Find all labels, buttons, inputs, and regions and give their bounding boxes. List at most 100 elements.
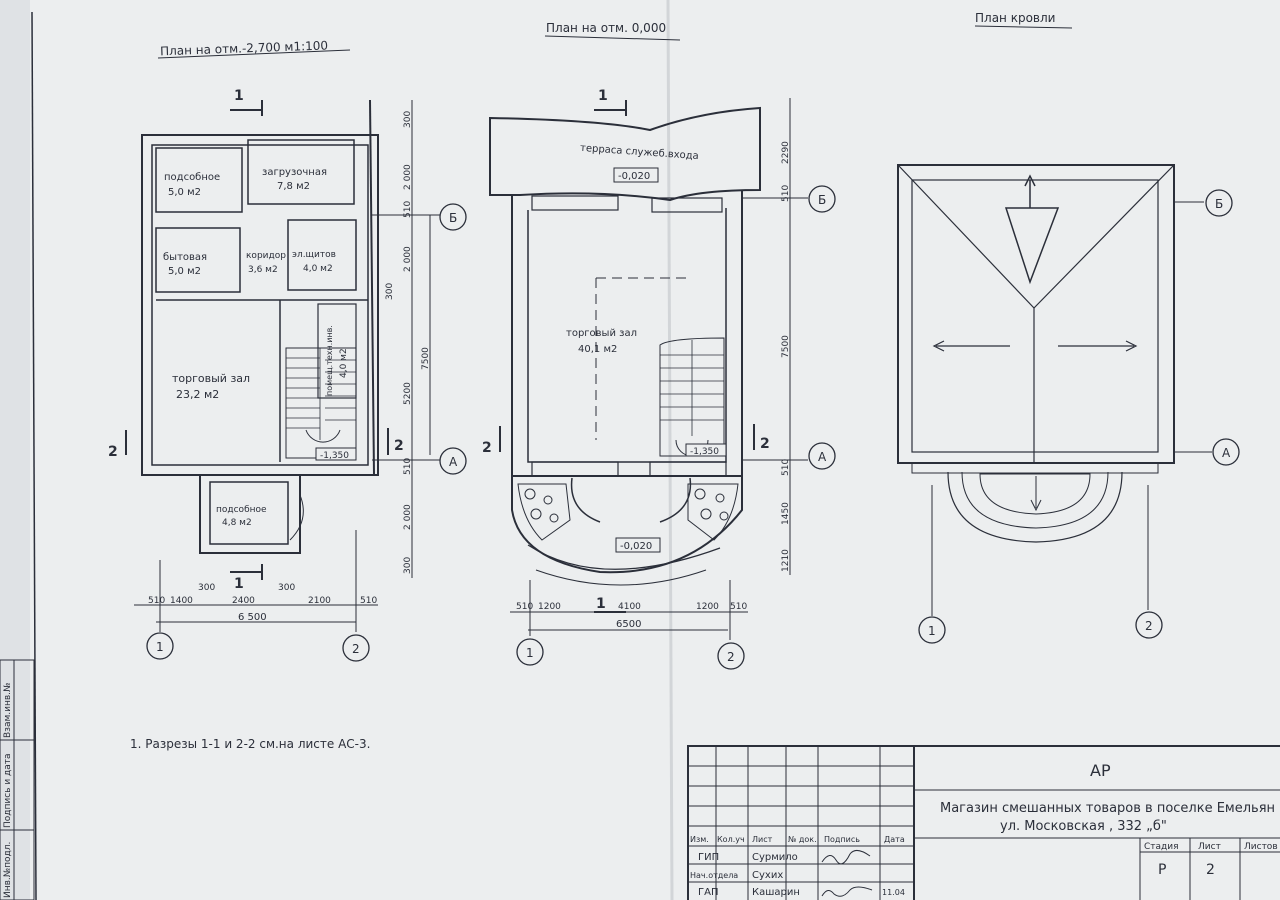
planter — [687, 483, 739, 541]
svg-text:7500: 7500 — [421, 347, 431, 370]
svg-text:300: 300 — [403, 557, 413, 574]
axis-bubble: 1 — [918, 485, 946, 644]
svg-text:1: 1 — [234, 88, 244, 104]
person-name: Сурмило — [752, 852, 798, 863]
margin-stamp: Взам.инв.№ Подпись и дата Инв.№подл. — [0, 659, 35, 900]
room-area: 5,0 м2 — [168, 266, 201, 277]
room-name: помещ.техн.инв. — [325, 325, 334, 396]
section-mark: 2 — [482, 426, 501, 456]
room-area: 23,2 м2 — [176, 388, 219, 401]
svg-text:510: 510 — [781, 185, 791, 202]
section-mark: 1 — [230, 88, 263, 116]
room-area: 4,8 м2 — [222, 518, 252, 528]
svg-text:1200: 1200 — [696, 602, 719, 612]
room-name: загрузочная — [262, 167, 327, 178]
hall-name: торговый зал — [566, 328, 637, 339]
svg-text:5200: 5200 — [403, 382, 413, 405]
svg-text:2: 2 — [727, 650, 735, 664]
role: Нач.отдела — [690, 871, 738, 880]
section-mark: 1 — [230, 564, 263, 592]
room-area: 4,0 м2 — [303, 264, 333, 274]
axis-bubble: 1 — [146, 560, 174, 660]
svg-text:Б: Б — [818, 193, 826, 207]
axis-bubble: Б — [372, 203, 467, 231]
hall-area: 40,1 м2 — [578, 344, 617, 355]
svg-text:510: 510 — [148, 596, 165, 606]
ground-plan: План на отм. 0,000 — [482, 21, 836, 670]
svg-text:Лист: Лист — [1198, 842, 1221, 852]
terrace-level: -0,020 — [618, 171, 650, 182]
svg-text:Дата: Дата — [884, 835, 905, 844]
room-name: подсобное — [164, 172, 220, 183]
role: ГИП — [698, 852, 719, 863]
project-name-line1: Магазин смешанных товаров в поселке Емел… — [940, 801, 1275, 816]
room-name: коридор — [246, 251, 286, 261]
svg-text:Б: Б — [1215, 197, 1223, 211]
svg-text:1: 1 — [526, 646, 534, 660]
svg-text:2: 2 — [482, 440, 492, 456]
drawing-code: АР — [1090, 761, 1111, 780]
sheet-note: 1. Разрезы 1-1 и 2-2 см.на листе АС-3. — [130, 737, 370, 751]
person-name: Кашарин — [752, 887, 800, 898]
axis-bubble: 1 — [516, 580, 544, 666]
sign-date: 11.04 — [882, 888, 905, 897]
level-mark: -1,350 — [320, 451, 349, 461]
entrance-level: -0,020 — [620, 541, 652, 552]
room-area: 4,0 м2 — [339, 348, 349, 378]
stair-level: -1,350 — [690, 447, 719, 457]
roof-plan: План кровли 1 — [897, 11, 1240, 644]
margin-stamp-2: Подпись и дата — [3, 753, 13, 828]
section-mark: 2 — [108, 430, 127, 460]
svg-text:2400: 2400 — [232, 596, 255, 606]
svg-text:1: 1 — [156, 640, 164, 654]
svg-text:300: 300 — [278, 583, 295, 593]
axis-bubble: Б — [1174, 189, 1233, 217]
svg-text:Подпись: Подпись — [824, 835, 860, 844]
svg-text:1400: 1400 — [170, 596, 193, 606]
svg-text:7500: 7500 — [781, 335, 791, 358]
svg-text:510: 510 — [781, 459, 791, 476]
margin-stamp-1: Взам.инв.№ — [3, 683, 13, 738]
axis-bubble: 2 — [717, 580, 745, 670]
room-area: 5,0 м2 — [168, 187, 201, 198]
ground-dimensions-right: 2290 510 7500 510 1450 1210 — [781, 98, 791, 575]
svg-text:2: 2 — [1145, 619, 1153, 633]
planter — [517, 483, 571, 541]
title-block — [687, 745, 1280, 900]
svg-text:2 000: 2 000 — [403, 246, 413, 272]
paper-fold — [666, 0, 674, 900]
svg-text:300: 300 — [403, 111, 413, 128]
axis-bubble: А — [742, 442, 836, 470]
room-area: 3,6 м2 — [248, 265, 278, 275]
stage-value: Р — [1158, 862, 1166, 878]
svg-text:Листов: Листов — [1244, 842, 1278, 852]
frame-left — [31, 11, 37, 900]
basement-dimensions-bottom: 510 1400 300 2400 300 2100 510 6 500 — [134, 583, 378, 623]
room-name: бытовая — [163, 252, 207, 263]
axis-bubble: А — [372, 447, 467, 475]
svg-text:2: 2 — [352, 642, 360, 656]
svg-text:Стадия: Стадия — [1144, 842, 1179, 852]
ground-dimensions-bottom: 510 1200 4100 1200 510 6500 — [510, 602, 748, 631]
svg-text:1210: 1210 — [781, 549, 791, 572]
svg-text:1200: 1200 — [538, 602, 561, 612]
sheet-number: 2 — [1206, 862, 1215, 878]
svg-text:Лист: Лист — [752, 835, 773, 844]
room-area: 7,8 м2 — [277, 181, 310, 192]
svg-text:1: 1 — [596, 596, 606, 612]
svg-text:1: 1 — [598, 88, 608, 104]
svg-text:2 000: 2 000 — [403, 164, 413, 190]
svg-text:Изм.: Изм. — [690, 835, 709, 844]
basement-dimensions-right: 300 2 000 510 2 000 300 5200 7500 510 2 … — [385, 100, 431, 578]
ground-walls — [489, 106, 761, 586]
project-name-line2: ул. Московская , 332 „б" — [1000, 819, 1167, 834]
margin-stamp-3: Инв.№подл. — [3, 842, 13, 898]
svg-text:2: 2 — [108, 444, 118, 460]
title-block-text: АР Магазин смешанных товаров в поселке Е… — [690, 761, 1278, 898]
svg-text:510: 510 — [516, 602, 533, 612]
svg-text:А: А — [449, 455, 458, 469]
basement-plan: План на отм.-2,700 м1:100 — [108, 38, 467, 662]
svg-text:300: 300 — [385, 283, 395, 300]
svg-text:510: 510 — [403, 201, 413, 218]
roof-plan-title: План кровли — [975, 11, 1055, 25]
